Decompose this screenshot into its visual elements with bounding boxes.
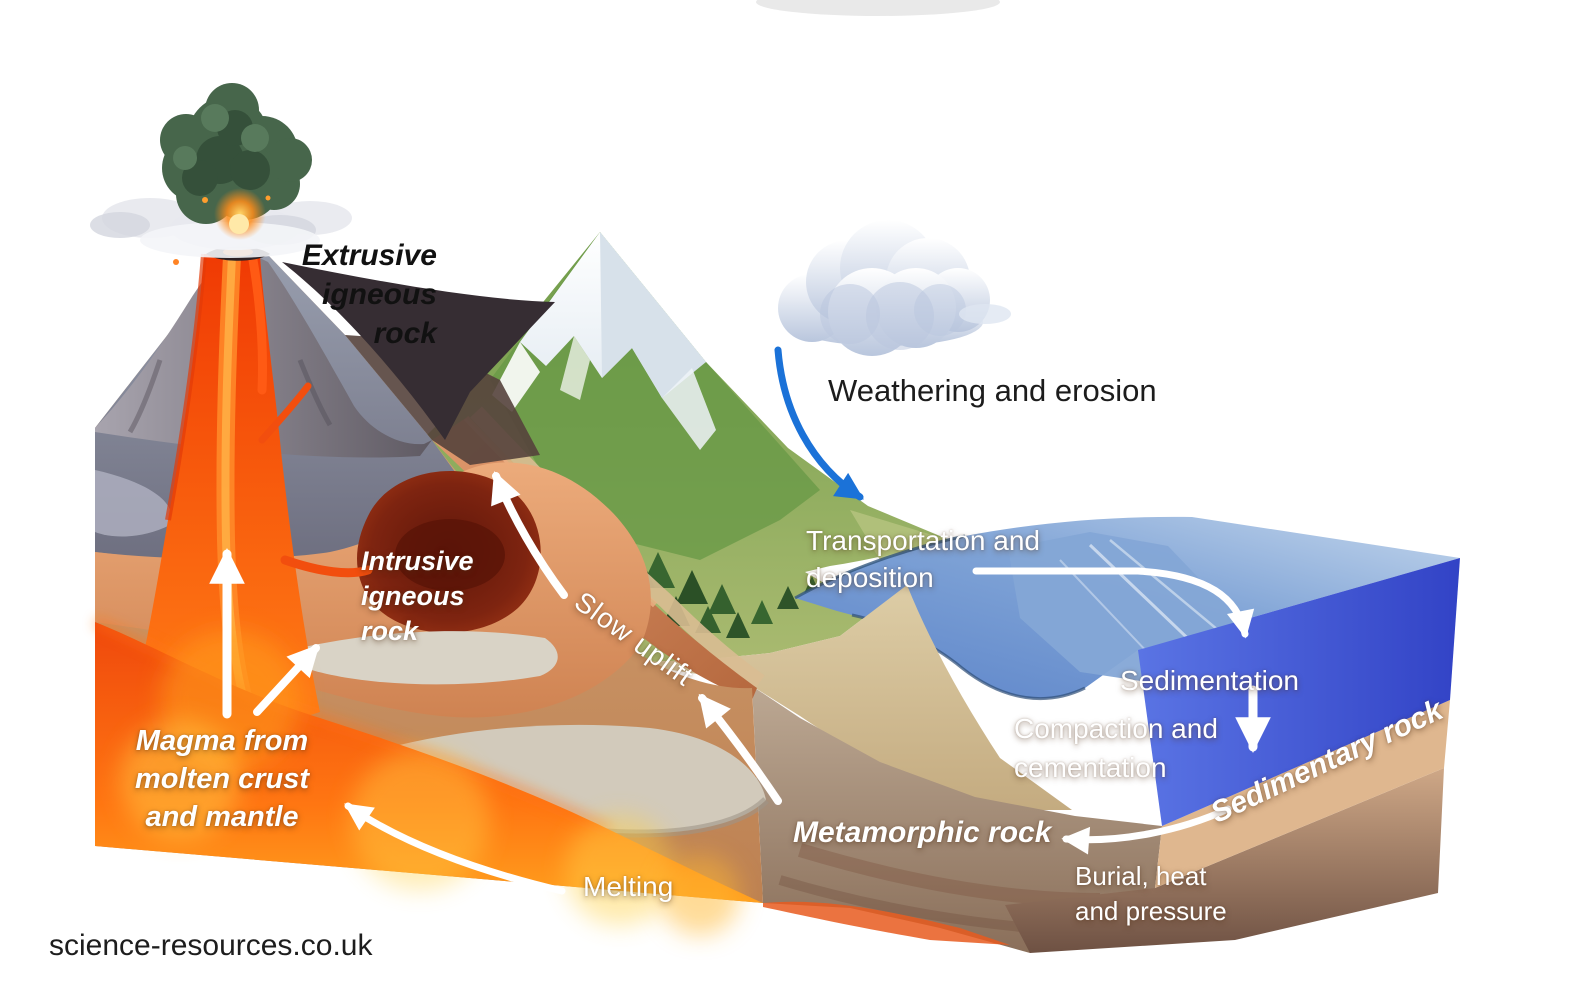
cliff-face: [1005, 768, 1444, 953]
label-compaction-cementation: Compaction and cementation: [1014, 709, 1218, 787]
arrow-to-intrusive-rock: [253, 644, 320, 716]
label-intrusive-igneous-rock: Intrusive igneous rock: [361, 544, 474, 649]
label-line: Magma from: [135, 725, 309, 757]
sill-layer-1: [300, 631, 558, 685]
label-line: cementation: [1014, 752, 1167, 783]
arrow-transportation-to-sedimentation: [972, 567, 1255, 639]
label-line: Extrusive: [301, 239, 437, 272]
label-line: Burial, heat: [1075, 861, 1207, 891]
label-line: igneous: [361, 581, 465, 611]
underground-right-block: [752, 558, 1460, 953]
shoreline: [794, 534, 966, 600]
label-melting: Melting: [583, 871, 674, 902]
dark-ridge: [282, 262, 555, 440]
lava-tongue: [763, 901, 1010, 945]
lava-flow: [247, 249, 268, 395]
arrow-weathering-erosion: [774, 346, 864, 501]
label-metamorphic-rock: Metamorphic rock: [793, 816, 1052, 849]
sea-block-face: [1138, 558, 1460, 826]
label-line: and mantle: [145, 801, 299, 833]
label-sedimentation: Sedimentation: [1120, 665, 1300, 696]
label-line: Transportation and: [806, 525, 1040, 556]
label-line: Compaction and: [1014, 713, 1218, 744]
arrow-melting: [344, 802, 566, 895]
label-weathering-erosion: Weathering and erosion: [828, 373, 1157, 408]
label-extrusive-igneous-rock: Extrusive igneous rock: [237, 236, 437, 353]
label-burial-heat-pressure: Burial, heat and pressure: [1075, 859, 1227, 929]
dike: [280, 555, 373, 578]
label-magma-source: Magma from molten crust and mantle: [135, 722, 309, 836]
rain-cloud-icon: [778, 220, 1011, 356]
beach-sand: [612, 585, 1072, 810]
label-line: rock: [373, 317, 437, 350]
label-line: and pressure: [1075, 896, 1227, 926]
sedimentary-band: [1155, 700, 1450, 888]
label-transportation-deposition: Transportation and deposition: [806, 522, 1040, 596]
metamorphic-zone: [752, 686, 1162, 953]
arrow-slow-uplift-upper: [491, 471, 568, 599]
label-line: rock: [361, 616, 419, 646]
label-line: deposition: [806, 562, 934, 593]
label-line: igneous: [321, 278, 437, 311]
label-line: Intrusive: [361, 546, 474, 576]
top-cloud-fragment: [756, 0, 1000, 16]
arrow-slow-uplift-lower: [698, 693, 782, 805]
arrow-sedimentary-to-metamorphic: [1061, 805, 1232, 855]
watermark: science-resources.co.uk: [49, 929, 373, 962]
label-line: molten crust: [134, 763, 310, 795]
eruption-tree-icon: [90, 83, 352, 265]
